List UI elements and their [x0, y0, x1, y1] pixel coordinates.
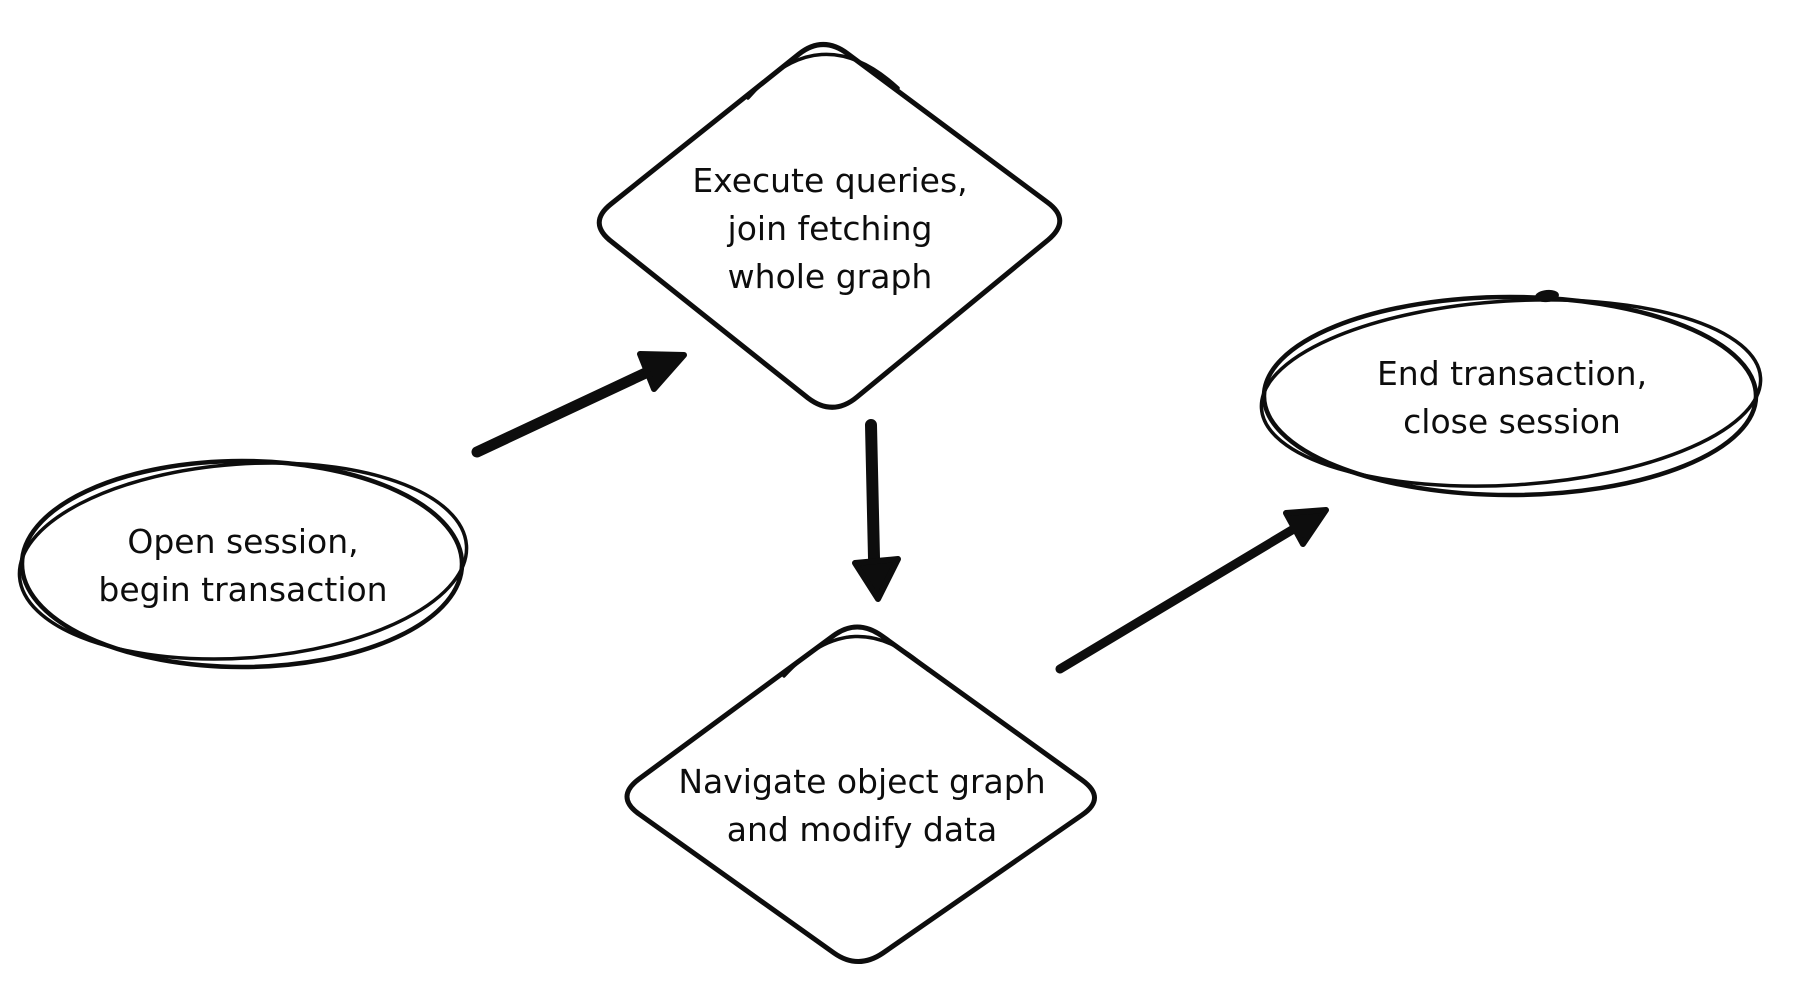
diamond-node-execute-queries: [596, 42, 1063, 410]
arrow-shaft: [865, 419, 880, 564]
label-line: Open session,: [127, 522, 359, 562]
label-line: Navigate object graph: [678, 762, 1046, 802]
diamond-sketch-overlay: [782, 634, 930, 678]
arrow-shaft: [471, 364, 658, 458]
diamond-node-navigate-graph: [624, 624, 1097, 964]
ellipse-sketch-overlay: [17, 461, 469, 661]
arrow-execute-queries-to-navigate-graph: [852, 419, 901, 602]
label-line: join fetching: [727, 209, 933, 249]
label-line: whole graph: [727, 256, 933, 296]
label-line: End transaction,: [1376, 354, 1648, 394]
arrow-shaft: [1055, 522, 1302, 674]
ellipse-sketch-overlay: [1259, 298, 1763, 488]
node-label-end-transaction: End transaction, close session: [1377, 350, 1647, 446]
arrow-head-icon: [852, 556, 901, 602]
ellipse-node-end-transaction: [1259, 289, 1763, 498]
label-line: close session: [1403, 402, 1621, 441]
arrow-head-icon: [1283, 507, 1329, 547]
diamond-outline: [596, 42, 1063, 410]
pen-blob: [1535, 289, 1559, 303]
label-line: Execute queries,: [692, 161, 968, 201]
label-line: begin transaction: [98, 570, 388, 609]
node-label-navigate-graph: Navigate object graph and modify data: [678, 758, 1045, 854]
diamond-sketch-overlay: [746, 52, 900, 100]
arrow-head-icon: [637, 351, 687, 392]
arrow-open-session-to-execute-queries: [471, 351, 687, 458]
ellipse-node-open-session: [17, 458, 469, 670]
label-line: and modify data: [726, 810, 998, 849]
diamond-outline: [624, 624, 1097, 964]
node-label-open-session: Open session, begin transaction: [98, 518, 387, 614]
arrow-navigate-graph-to-end-transaction: [1055, 507, 1329, 674]
node-label-execute-queries: Execute queries, join fetching whole gra…: [692, 157, 967, 301]
